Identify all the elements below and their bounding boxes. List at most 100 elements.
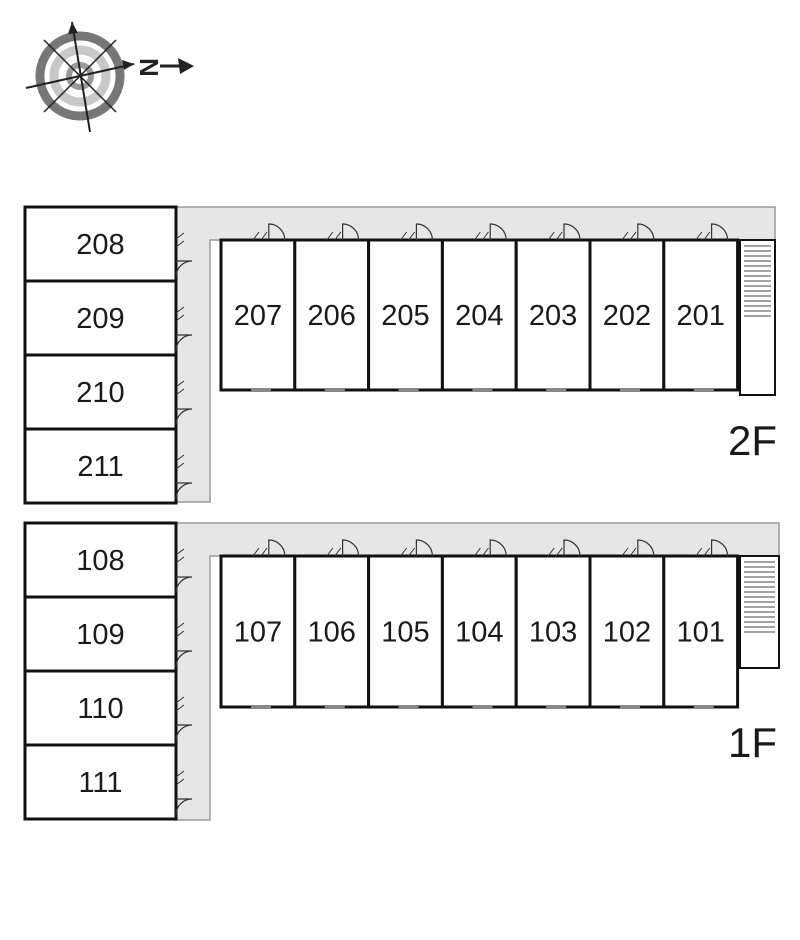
unit-105: 105 [367, 539, 444, 709]
window-mark [547, 547, 563, 557]
window-mark [400, 231, 415, 241]
compass-rose-icon: N [25, 21, 194, 133]
unit-102: 102 [588, 539, 666, 709]
door-swing [711, 539, 729, 557]
room-number-label: 210 [76, 377, 124, 409]
floor-label: 2F [728, 417, 777, 464]
door-swing [711, 223, 729, 241]
window-mark [326, 231, 342, 241]
compass-north-label: N [134, 58, 164, 77]
window-mark [175, 696, 185, 712]
unit-205: 205 [367, 223, 444, 392]
unit-outline [588, 554, 666, 709]
door-swing [342, 223, 360, 241]
window-mark [326, 547, 342, 557]
window-mark [621, 231, 637, 241]
door-swing [175, 650, 193, 668]
unit-outline [23, 205, 178, 283]
door-swing [175, 576, 193, 594]
unit-107: 107 [219, 539, 297, 709]
unit-outline [662, 238, 740, 392]
room-number-label: 105 [381, 617, 429, 649]
room-number-label: 206 [308, 300, 356, 332]
unit-outline [662, 554, 740, 709]
unit-outline [588, 238, 666, 392]
unit-108: 108 [23, 521, 193, 599]
door-swing [415, 223, 433, 241]
unit-outline [23, 353, 178, 431]
room-number-label: 209 [76, 303, 124, 335]
door-swing [175, 724, 193, 742]
unit-111: 111 [23, 743, 193, 821]
window-mark [175, 232, 185, 248]
window-mark [252, 231, 268, 241]
window-mark [175, 306, 185, 322]
unit-outline [23, 743, 178, 821]
unit-outline [23, 521, 178, 599]
window-mark [175, 454, 185, 470]
window-mark [175, 380, 185, 396]
door-swing [268, 539, 286, 557]
room-number-label: 101 [677, 617, 725, 649]
unit-207: 207 [219, 223, 297, 392]
door-swing [489, 539, 507, 557]
door-swing [342, 539, 360, 557]
window-mark [175, 548, 185, 564]
unit-206: 206 [293, 223, 371, 392]
window-mark [695, 231, 711, 241]
room-number-label: 207 [234, 300, 282, 332]
room-number-label: 111 [78, 767, 122, 799]
window-mark [175, 770, 185, 786]
room-number-label: 107 [234, 617, 282, 649]
floor-1F: 108 109 110 111 107 106 105 104 103 102 101 1F [23, 521, 780, 821]
room-number-label: 106 [308, 617, 356, 649]
unit-106: 106 [293, 539, 371, 709]
window-mark [621, 547, 637, 557]
door-swing [489, 223, 507, 241]
unit-outline [23, 595, 178, 673]
door-swing [637, 223, 655, 241]
window-mark [474, 231, 489, 241]
stairs-2F [739, 239, 776, 396]
unit-outline [23, 279, 178, 357]
door-swing [175, 260, 193, 278]
room-number-label: 203 [529, 300, 577, 332]
room-number-label: 109 [76, 619, 124, 651]
unit-outline [440, 554, 518, 709]
room-number-label: 205 [381, 300, 429, 332]
window-mark [547, 231, 563, 241]
unit-outline [23, 669, 178, 747]
window-mark [695, 547, 711, 557]
unit-211: 211 [23, 427, 193, 505]
floor-label: 1F [728, 719, 777, 766]
unit-208: 208 [23, 205, 193, 283]
room-number-label: 102 [603, 617, 651, 649]
window-mark [400, 547, 415, 557]
unit-103: 103 [514, 539, 592, 709]
unit-203: 203 [514, 223, 592, 392]
door-swing [175, 798, 193, 816]
unit-202: 202 [588, 223, 666, 392]
door-swing [175, 334, 193, 352]
door-swing [268, 223, 286, 241]
room-number-label: 208 [76, 229, 124, 261]
window-mark [175, 622, 185, 638]
room-number-label: 202 [603, 300, 651, 332]
unit-101: 101 [662, 539, 740, 709]
unit-outline [440, 238, 518, 392]
unit-110: 110 [23, 669, 193, 747]
door-swing [563, 223, 581, 241]
unit-outline [23, 427, 178, 505]
room-number-label: 110 [77, 693, 123, 725]
door-swing [637, 539, 655, 557]
unit-109: 109 [23, 595, 193, 673]
room-number-label: 103 [529, 617, 577, 649]
door-swing [415, 539, 433, 557]
window-mark [474, 547, 489, 557]
room-number-label: 104 [455, 617, 503, 649]
door-swing [563, 539, 581, 557]
door-swing [175, 408, 193, 426]
unit-outline [293, 238, 371, 392]
